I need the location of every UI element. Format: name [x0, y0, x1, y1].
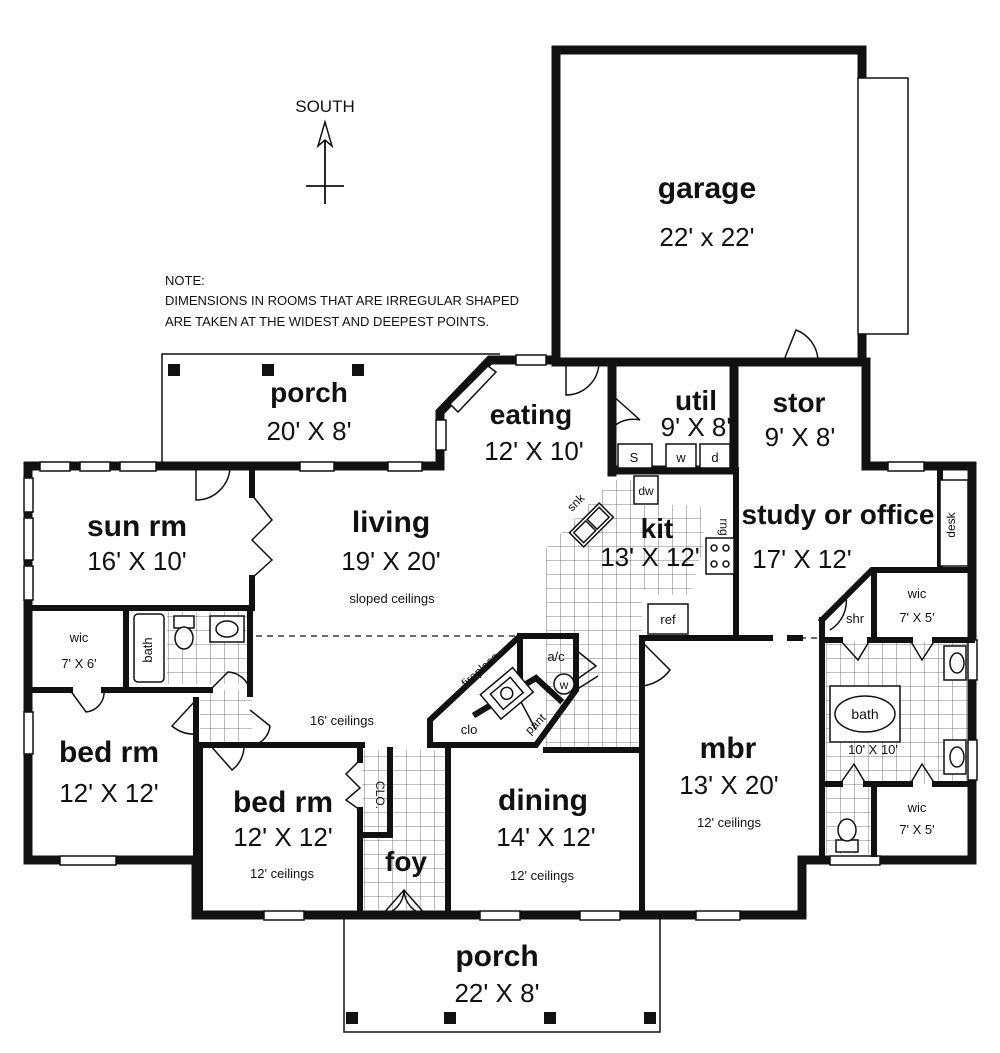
hall-tile — [200, 690, 252, 745]
kit-name: kit — [641, 513, 674, 544]
desk — [939, 479, 969, 567]
note-line-2: DIMENSIONS IN ROOMS THAT ARE IRREGULAR S… — [165, 293, 519, 308]
foyer-tile — [362, 750, 448, 910]
washer — [665, 443, 697, 469]
washer-label: w — [675, 450, 686, 465]
wic-left-name: wic — [69, 630, 89, 645]
toilet-tank — [173, 615, 195, 629]
master-toilet-tank — [835, 839, 859, 853]
kitchen-tile — [546, 590, 642, 750]
shower-label: shr — [846, 611, 865, 626]
garage-size: 22' x 22' — [659, 222, 754, 252]
bed-center-name: bed rm — [233, 786, 333, 819]
compass: SOUTH — [295, 97, 355, 204]
stor-name: stor — [773, 387, 826, 418]
dishwasher — [633, 475, 659, 505]
eating-size: 12' X 10' — [484, 436, 584, 466]
bathtub — [133, 613, 165, 683]
fireplace — [479, 666, 535, 721]
bed-center-note: 12' ceilings — [250, 866, 314, 881]
laundry-sink-label: S — [630, 450, 639, 465]
stor-size: 9' X 8' — [765, 422, 836, 452]
dining-name: dining — [498, 784, 588, 817]
room-labels: garage 22' x 22' porch 20' X 8' eating 1… — [59, 172, 935, 1008]
wic-left-size: 7' X 6' — [61, 656, 96, 671]
kit-size: 13' X 12' — [600, 542, 700, 572]
wic-top-right-name: wic — [907, 586, 927, 601]
bifold-door — [344, 759, 362, 811]
laundry-sink — [617, 443, 653, 469]
water-heater-label: w — [559, 678, 569, 692]
dining-size: 14' X 12' — [496, 822, 596, 852]
note-line-3: ARE TAKEN AT THE WIDEST AND DEEPEST POIN… — [165, 314, 489, 329]
note-line-1: NOTE: — [165, 273, 205, 288]
range — [705, 537, 735, 575]
mbr-size: 13' X 20' — [679, 770, 779, 800]
kitchen-tile-upper — [546, 480, 705, 595]
wic-bottom-right-size: 7' X 5' — [899, 822, 934, 837]
compass-label: SOUTH — [295, 97, 355, 116]
living-note: sloped ceilings — [349, 591, 435, 606]
study-size: 17' X 12' — [752, 544, 852, 574]
refrigerator — [647, 603, 689, 635]
front-porch-size: 22' X 8' — [454, 978, 539, 1008]
window — [435, 419, 447, 451]
sink — [215, 620, 239, 638]
bath-left-name: bath — [140, 637, 155, 662]
dryer — [699, 443, 731, 469]
sun-room-size: 16' X 10' — [87, 546, 187, 576]
bed-left-name: bed rm — [59, 736, 159, 769]
bed-center-size: 12' X 12' — [233, 822, 333, 852]
garage-name: garage — [658, 172, 756, 205]
eating-bay — [435, 354, 561, 471]
windows — [23, 461, 978, 921]
refrigerator-label: ref — [660, 612, 676, 627]
wic-top-right-size: 7' X 5' — [899, 610, 934, 625]
north-arrow-icon — [306, 119, 344, 204]
bifold-door — [250, 494, 274, 579]
range-label: rng — [717, 518, 731, 535]
fixtures: S w d dw snk rng ref fireplace a/c w pan… — [133, 443, 969, 853]
mbr-name: mbr — [700, 732, 757, 765]
util-size: 9' X 8' — [661, 412, 732, 442]
garage-door — [857, 77, 909, 335]
dimension-note: NOTE: DIMENSIONS IN ROOMS THAT ARE IRREG… — [165, 273, 519, 329]
dryer-label: d — [711, 450, 718, 465]
study-name: study or office — [742, 499, 935, 530]
foyer-name: foy — [385, 846, 427, 877]
back-porch-structure — [161, 353, 500, 466]
toilet — [174, 626, 194, 650]
dishwasher-label: dw — [638, 484, 654, 498]
water-heater — [553, 673, 575, 695]
master-bath-size: 10' X 10' — [848, 742, 898, 757]
hall-ceiling-note: 16' ceilings — [310, 713, 374, 728]
master-bath-name: bath — [851, 706, 878, 722]
bed-left-size: 12' X 12' — [59, 778, 159, 808]
garage-structure — [551, 45, 909, 367]
doors — [69, 361, 936, 916]
util-name: util — [675, 385, 717, 416]
front-porch-structure — [343, 915, 661, 1033]
window — [448, 365, 498, 414]
ac-label: a/c — [547, 649, 565, 664]
back-porch-size: 20' X 8' — [266, 416, 351, 446]
front-porch-name: porch — [455, 940, 538, 973]
living-size: 19' X 20' — [341, 546, 441, 576]
sun-room-name: sun rm — [87, 510, 187, 543]
living-name: living — [352, 506, 430, 539]
closet-label: clo — [461, 722, 478, 737]
wic-bottom-right-name: wic — [907, 800, 927, 815]
desk-label: desk — [944, 511, 958, 537]
mbr-note: 12' ceilings — [697, 815, 761, 830]
dining-note: 12' ceilings — [510, 868, 574, 883]
eating-name: eating — [490, 399, 572, 430]
window — [515, 354, 547, 366]
snack-sink — [568, 502, 615, 548]
bedroom-closet-label: CLO. — [373, 781, 387, 809]
master-toilet — [837, 818, 857, 842]
back-porch-name: porch — [270, 377, 348, 408]
